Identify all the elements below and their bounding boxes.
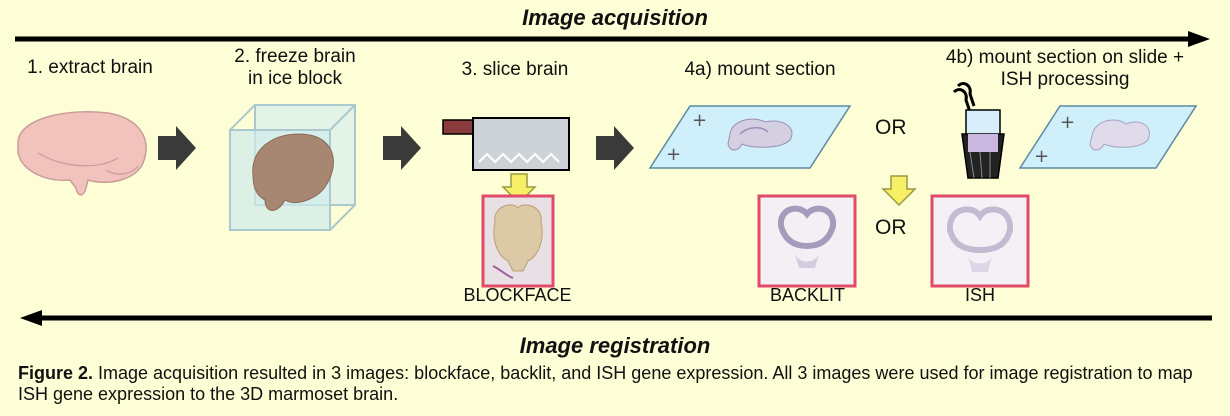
backlit-label: BACKLIT	[769, 285, 846, 305]
blockface-label: BLOCKFACE	[463, 285, 572, 305]
or-label-1: OR	[875, 116, 907, 139]
mounted-slide-illustration: + +	[648, 105, 852, 169]
svg-text:+: +	[692, 110, 707, 131]
step-4b-label: 4b) mount section on slide + ISH process…	[945, 47, 1185, 90]
registration-title: Image registration	[519, 333, 711, 358]
step-2-label: 2. freeze brain in ice block	[234, 46, 356, 89]
or-label-2: OR	[875, 216, 907, 239]
blockface-image	[481, 194, 555, 288]
down-arrow-backlit-icon	[881, 175, 917, 207]
figure-caption: Figure 2. Image acquisition resulted in …	[18, 363, 1208, 405]
backlit-image	[757, 194, 857, 288]
process-arrow-3-icon	[596, 126, 634, 170]
step-3-label: 3. slice brain	[461, 59, 569, 80]
ish-label: ISH	[964, 285, 995, 305]
extracted-brain-illustration	[17, 111, 147, 196]
process-arrow-1-icon	[158, 126, 196, 170]
step-4a-label: 4a) mount section	[684, 59, 836, 80]
figure-caption-prefix: Figure 2.	[18, 363, 94, 383]
step-1-label: 1. extract brain	[27, 57, 153, 78]
acquisition-title: Image acquisition	[522, 5, 708, 30]
svg-text:+: +	[1060, 112, 1075, 133]
figure-caption-text: Image acquisition resulted in 3 images: …	[18, 363, 1193, 404]
slicing-blade-illustration	[442, 117, 570, 171]
ish-processing-jar-illustration	[952, 82, 1005, 179]
ice-block-illustration	[229, 104, 356, 231]
ish-slide-illustration: + +	[1018, 105, 1198, 169]
svg-text:+: +	[1034, 146, 1049, 167]
process-arrow-2-icon	[383, 126, 421, 170]
svg-text:+: +	[666, 144, 681, 165]
ish-image	[930, 194, 1030, 288]
